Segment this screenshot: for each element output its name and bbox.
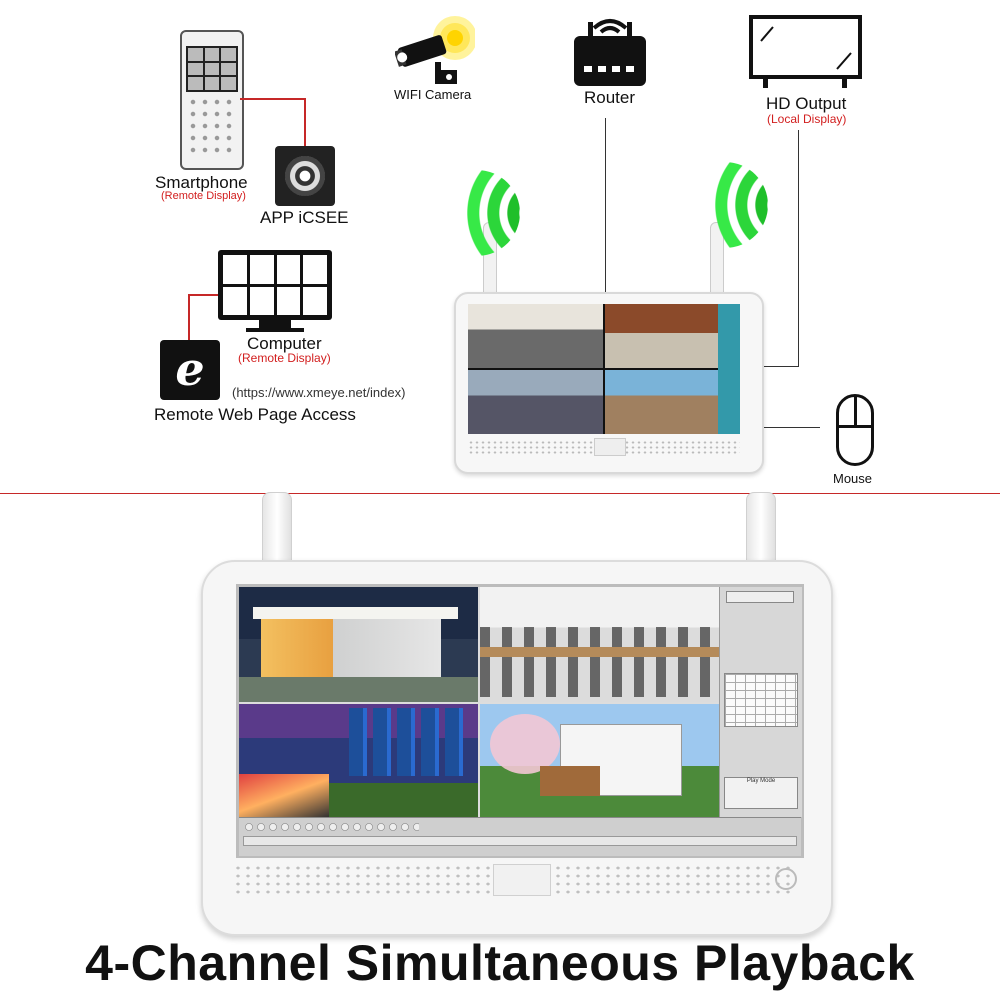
- playback-channel-4[interactable]: [480, 704, 719, 817]
- playback-channel-2[interactable]: [480, 587, 719, 702]
- playback-channel-1[interactable]: [239, 587, 478, 702]
- internet-explorer-icon: e: [160, 340, 220, 400]
- mouse-icon: [836, 394, 874, 466]
- hd-output-label: HD Output: [766, 94, 847, 113]
- tv-icon: [749, 15, 862, 79]
- nvr-monitor-large: Play Mode: [201, 560, 833, 936]
- play-mode-title: Play Mode: [746, 778, 776, 784]
- caption-title: 4-Channel Simultaneous Playback: [85, 935, 915, 991]
- playback-screen: Play Mode: [236, 584, 804, 858]
- mouse-label: Mouse: [833, 471, 873, 486]
- ir-receiver-window: [493, 864, 551, 896]
- play-mode-box[interactable]: Play Mode: [724, 777, 798, 809]
- computer-monitor-icon: [218, 250, 332, 320]
- router-label: Router: [584, 88, 636, 107]
- playback-channel-3[interactable]: [239, 704, 478, 817]
- web-url-text: (https://www.xmeye.net/index): [232, 385, 406, 400]
- wifi-camera-icon: [395, 16, 475, 84]
- wifi-signal-icon: [592, 19, 628, 34]
- router-icon: [574, 22, 646, 86]
- playback-control-panel: Play Mode: [719, 587, 802, 817]
- playback-timeline: [239, 817, 801, 856]
- app-camera-icon: [275, 146, 335, 206]
- app-label: APP iCSEE: [260, 208, 349, 227]
- remote-web-access-label: Remote Web Page Access: [154, 405, 356, 424]
- section-divider: [0, 493, 1000, 494]
- computer-label: Computer: [247, 334, 322, 353]
- connection-diagram: WIFI Camera Router HD Output (Local Disp…: [0, 0, 1000, 492]
- power-button[interactable]: [775, 868, 797, 890]
- nvr-monitor-small: [454, 292, 764, 474]
- wifi-camera-label: WIFI Camera: [394, 87, 472, 102]
- date-calendar[interactable]: [724, 673, 798, 727]
- channel-select[interactable]: [726, 591, 794, 603]
- timeline-track[interactable]: [243, 836, 797, 846]
- playback-controls[interactable]: [243, 822, 419, 832]
- hd-output-sublabel: (Local Display): [767, 112, 847, 126]
- wifi-signal-right: [664, 144, 786, 266]
- smartphone-label: Smartphone: [155, 173, 248, 192]
- wifi-signal-left: [416, 152, 538, 274]
- smartphone-sublabel: (Remote Display): [161, 190, 246, 202]
- computer-sublabel: (Remote Display): [238, 351, 331, 365]
- smartphone-icon: [180, 30, 244, 170]
